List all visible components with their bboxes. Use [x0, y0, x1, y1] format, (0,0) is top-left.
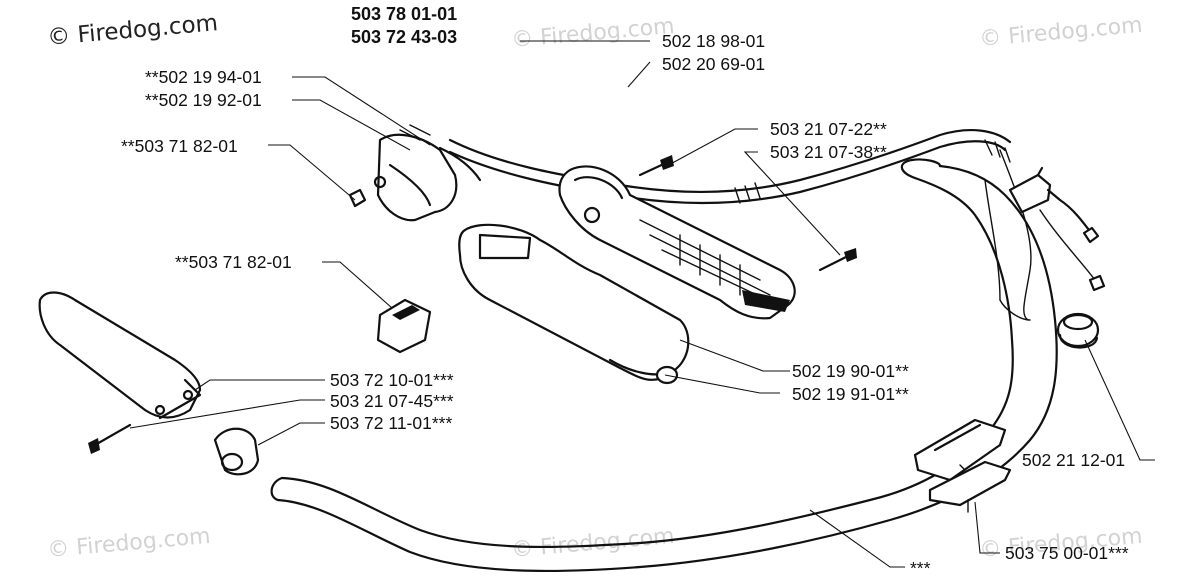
- stop-switch: [376, 298, 432, 354]
- part-label-8: **503 71 82-01: [175, 252, 292, 272]
- throttle-cable: [448, 129, 1032, 321]
- small-clamp: [213, 427, 260, 476]
- watermark-top-center: © Firedog.com: [510, 14, 675, 53]
- clamp-ring: [1056, 312, 1100, 349]
- watermark-top-right: © Firedog.com: [978, 13, 1143, 52]
- switch-bracket: [348, 124, 482, 222]
- assembly-number-2: 503 72 43-03: [351, 27, 457, 47]
- part-labels: 503 78 01-01 503 72 43-03 502 18 98-01 5…: [121, 4, 1129, 578]
- part-label-4: **502 19 92-01: [145, 90, 262, 110]
- screws: [88, 155, 857, 454]
- assembly-number-1: 503 78 01-01: [351, 4, 457, 24]
- part-label-11: 503 72 10-01***: [330, 370, 454, 390]
- loop-handle-grip: [38, 291, 202, 420]
- part-label-3: **502 19 94-01: [145, 67, 262, 87]
- part-label-2: 502 20 69-01: [662, 54, 765, 74]
- part-label-1: 502 18 98-01: [662, 31, 765, 51]
- watermark-bottom-center: © Firedog.com: [510, 524, 675, 563]
- throttle-handle: [558, 165, 796, 320]
- part-label-14: 502 21 12-01: [1022, 450, 1125, 470]
- part-label-13: 503 72 11-01***: [330, 413, 452, 433]
- watermark-bottom-left: © Firedog.com: [46, 524, 211, 563]
- watermark-top-left: © Firedog.com: [46, 10, 219, 51]
- part-label-5: **503 71 82-01: [121, 136, 238, 156]
- handlebar-tube: [270, 158, 1058, 573]
- part-label-9: 502 19 90-01**: [792, 361, 909, 381]
- cable-connector: [999, 166, 1106, 321]
- part-label-10: 502 19 91-01**: [792, 384, 909, 404]
- part-label-6: 503 21 07-22**: [770, 119, 887, 139]
- part-label-16: ***: [910, 558, 931, 578]
- part-label-7: 503 21 07-38**: [770, 142, 887, 162]
- part-label-12: 503 21 07-45***: [330, 391, 454, 411]
- grip-cover: [458, 223, 690, 385]
- handle-bracket: [913, 418, 1012, 513]
- part-label-15: 503 75 00-01***: [1005, 543, 1129, 563]
- leader-lines: [129, 40, 1155, 568]
